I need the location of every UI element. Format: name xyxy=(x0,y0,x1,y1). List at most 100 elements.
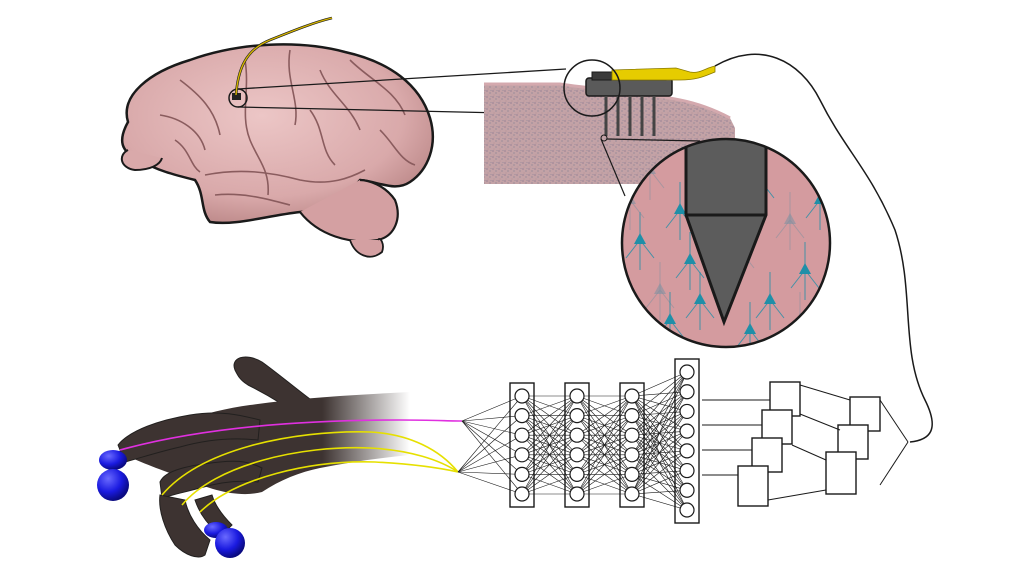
network-edge xyxy=(631,371,688,397)
neuron xyxy=(645,262,675,320)
network-edge xyxy=(461,420,523,456)
network-node xyxy=(569,486,585,502)
signal-wire xyxy=(714,53,933,443)
network-edge xyxy=(631,371,688,436)
network-nodes xyxy=(514,364,695,518)
network-node xyxy=(624,466,640,482)
network-layer-box xyxy=(619,382,645,508)
neuron xyxy=(685,272,715,330)
network-edge xyxy=(521,395,578,456)
network-edge xyxy=(631,489,688,495)
neuron-magnification xyxy=(620,137,832,349)
network-node xyxy=(569,466,585,482)
brain-illustration xyxy=(120,16,435,258)
fingertip-markers xyxy=(97,450,245,558)
network-node xyxy=(679,502,695,518)
network-edge xyxy=(457,395,523,473)
network-node xyxy=(679,462,695,479)
neuron xyxy=(790,242,820,300)
network-edge xyxy=(521,415,578,495)
network-edge xyxy=(631,450,688,495)
network-node xyxy=(679,384,695,400)
trajectory-yellow xyxy=(161,431,459,513)
network-edge xyxy=(576,395,633,456)
network-edge xyxy=(631,371,688,416)
network-edge xyxy=(457,454,523,473)
network-node xyxy=(624,427,640,443)
network-edge xyxy=(576,395,633,416)
network-edge xyxy=(576,395,633,475)
network-edge xyxy=(521,434,578,495)
network-layer-boxes xyxy=(509,358,700,524)
neuron xyxy=(625,212,655,270)
network-edge xyxy=(521,395,578,495)
trajectory-magenta xyxy=(119,419,463,451)
network-edge xyxy=(576,474,633,495)
filter-stack xyxy=(737,381,881,507)
network-edge xyxy=(461,420,523,495)
network-edge xyxy=(576,415,633,495)
network-edge xyxy=(576,434,633,495)
network-node xyxy=(624,486,640,502)
network-node xyxy=(514,447,530,463)
network-node xyxy=(569,427,585,443)
network-edge xyxy=(461,420,523,475)
network-edge xyxy=(631,371,688,495)
network-edge xyxy=(461,420,523,436)
network-edge xyxy=(631,430,688,495)
network-layer-box xyxy=(674,358,700,524)
network-edge xyxy=(631,371,688,455)
network-node xyxy=(569,388,585,404)
network-node xyxy=(569,447,585,463)
neuron xyxy=(675,232,705,290)
network-node xyxy=(679,403,695,420)
network-node xyxy=(514,408,530,424)
network-edge xyxy=(631,411,688,495)
filter-connections xyxy=(702,384,909,501)
network-edge xyxy=(461,395,523,422)
network-edge xyxy=(631,371,688,475)
electrode-array xyxy=(585,65,716,136)
network-edge xyxy=(521,474,578,495)
network-node xyxy=(514,466,530,482)
network-edge xyxy=(457,415,523,473)
network-node xyxy=(624,388,640,404)
prosthetic-hand xyxy=(97,356,463,558)
network-node xyxy=(624,408,640,424)
network-node xyxy=(569,408,585,424)
array-magnifier-ring xyxy=(563,59,621,117)
network-edge xyxy=(457,471,523,495)
network-node xyxy=(679,364,695,380)
network-node xyxy=(679,443,695,459)
neuron xyxy=(735,302,765,347)
network-node xyxy=(679,423,695,439)
network-edge xyxy=(457,471,523,475)
network-edge xyxy=(461,415,523,422)
network-edge xyxy=(631,470,688,495)
zoom-lines-cortex xyxy=(600,138,701,197)
neural-network-decoder xyxy=(457,358,700,524)
network-node xyxy=(514,427,530,443)
neuron xyxy=(775,192,805,250)
electrode-shank xyxy=(684,139,768,327)
network-edge xyxy=(631,493,688,511)
network-edge xyxy=(576,454,633,495)
network-edge xyxy=(521,395,578,475)
network-layer-box xyxy=(564,382,590,508)
network-edge xyxy=(521,395,578,416)
neuron xyxy=(665,182,695,240)
network-layer-box xyxy=(509,382,535,508)
network-edge xyxy=(576,395,633,495)
network-node xyxy=(624,447,640,463)
network-edge xyxy=(521,395,578,436)
neuron xyxy=(755,272,785,330)
brain-sulci xyxy=(159,49,416,206)
network-edge xyxy=(521,454,578,495)
network-node xyxy=(679,482,695,498)
network-node xyxy=(514,486,530,502)
network-edge xyxy=(457,434,523,473)
network-edges xyxy=(457,371,688,511)
network-edge xyxy=(576,395,633,436)
